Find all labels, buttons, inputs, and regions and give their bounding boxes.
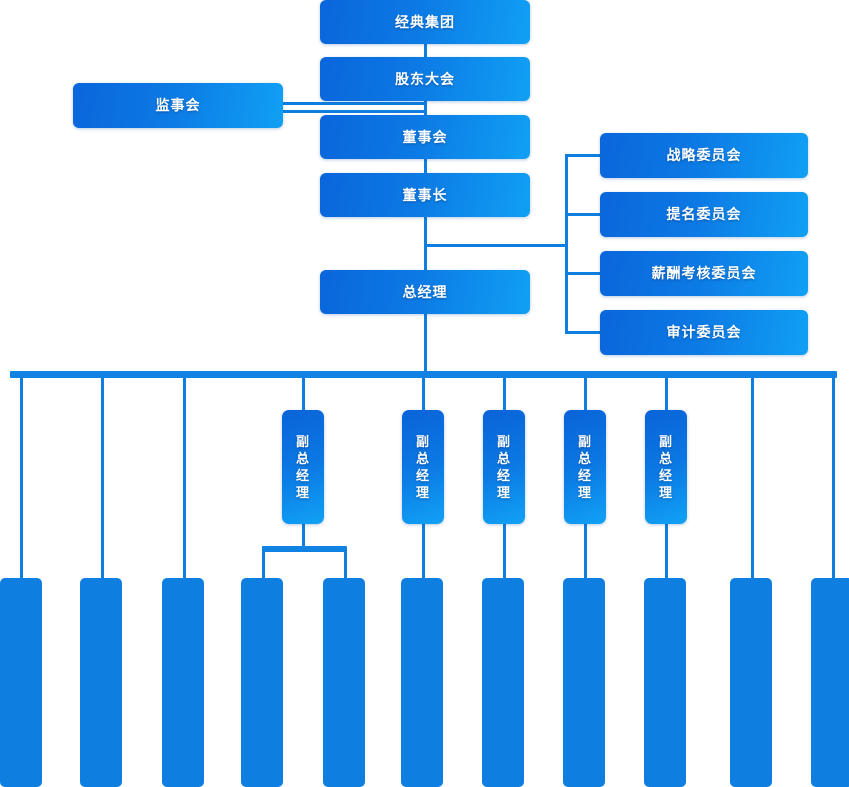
connector-committee-strategy <box>565 154 601 157</box>
node-group-label: 经典集团 <box>395 13 455 30</box>
node-vice-general-manager-5-label: 副总经理 <box>658 433 673 501</box>
connector-bus-to-vp-2 <box>422 377 425 413</box>
node-general-manager-label: 总经理 <box>402 283 448 300</box>
connector-vp-4-to-dept-8 <box>584 521 587 581</box>
node-department-6[interactable] <box>401 578 443 787</box>
connector-vp-3-to-dept-7 <box>503 521 506 581</box>
connector-bus-to-dept-1 <box>20 377 23 580</box>
connector-group-to-shareholder <box>424 42 427 60</box>
node-vice-general-manager-2-label: 副总经理 <box>415 433 430 501</box>
vp-1-sub-bus <box>262 546 347 552</box>
connector-shareholder-to-board <box>424 100 427 118</box>
connector-committee-remuneration <box>565 272 601 275</box>
node-department-11[interactable] <box>811 578 849 787</box>
node-audit-committee-label: 审计委员会 <box>666 324 742 341</box>
connector-bus-to-vp-5 <box>665 377 668 413</box>
connector-bus-to-dept-11 <box>832 377 835 580</box>
connector-bus-to-dept-3 <box>183 377 186 580</box>
connector-board-to-chairman <box>424 158 427 176</box>
node-board-of-directors[interactable]: 董事会 <box>320 115 530 159</box>
connector-bus-to-dept-10 <box>751 377 754 580</box>
node-vice-general-manager-2[interactable]: 副总经理 <box>402 410 444 524</box>
node-department-3[interactable] <box>162 578 204 787</box>
connector-gm-to-bus <box>424 311 427 377</box>
node-chairman[interactable]: 董事长 <box>320 173 530 217</box>
node-vice-general-manager-4-label: 副总经理 <box>577 433 592 501</box>
node-chairman-label: 董事长 <box>402 186 448 203</box>
connector-bus-to-vp-4 <box>584 377 587 413</box>
node-department-4[interactable] <box>241 578 283 787</box>
node-board-of-directors-label: 董事会 <box>402 128 448 145</box>
connector-bus-to-dept-2 <box>101 377 104 580</box>
node-shareholders-meeting-label: 股东大会 <box>395 70 455 87</box>
node-audit-committee[interactable]: 审计委员会 <box>600 310 808 355</box>
node-group[interactable]: 经典集团 <box>320 0 530 44</box>
node-department-2[interactable] <box>80 578 122 787</box>
connector-vp-1-to-dept-4 <box>262 550 265 582</box>
committee-vertical-bus <box>565 155 568 333</box>
node-vice-general-manager-4[interactable]: 副总经理 <box>564 410 606 524</box>
connector-committee-nomination <box>565 213 601 216</box>
node-remuneration-committee-label: 薪酬考核委员会 <box>651 265 757 282</box>
connector-vp-1-stem <box>302 521 305 549</box>
node-department-10[interactable] <box>730 578 772 787</box>
node-shareholders-meeting[interactable]: 股东大会 <box>320 57 530 101</box>
node-board-of-supervisors[interactable]: 监事会 <box>73 83 283 128</box>
node-nomination-committee-label: 提名委员会 <box>666 206 742 223</box>
node-nomination-committee[interactable]: 提名委员会 <box>600 192 808 237</box>
node-remuneration-committee[interactable]: 薪酬考核委员会 <box>600 251 808 296</box>
connector-bus-to-vp-3 <box>503 377 506 413</box>
node-strategy-committee-label: 战略委员会 <box>666 147 742 164</box>
node-vice-general-manager-5[interactable]: 副总经理 <box>645 410 687 524</box>
node-department-7[interactable] <box>482 578 524 787</box>
node-department-1[interactable] <box>0 578 42 787</box>
node-vice-general-manager-3-label: 副总经理 <box>496 433 511 501</box>
node-board-of-supervisors-label: 监事会 <box>155 97 201 114</box>
connector-vp-1-to-dept-5 <box>344 550 347 582</box>
connector-supervisors-upper <box>281 102 427 105</box>
connector-vp-5-to-dept-9 <box>665 521 668 581</box>
node-vice-general-manager-1[interactable]: 副总经理 <box>282 410 324 524</box>
main-distribution-bus <box>10 371 837 378</box>
node-general-manager[interactable]: 总经理 <box>320 270 530 314</box>
connector-spine-to-committee-bus <box>424 244 568 247</box>
connector-committee-audit <box>565 331 601 334</box>
node-department-8[interactable] <box>563 578 605 787</box>
node-department-5[interactable] <box>323 578 365 787</box>
node-vice-general-manager-3[interactable]: 副总经理 <box>483 410 525 524</box>
node-vice-general-manager-1-label: 副总经理 <box>295 433 310 501</box>
connector-supervisors-lower <box>281 110 427 113</box>
connector-vp-2-to-dept-6 <box>422 521 425 581</box>
node-strategy-committee[interactable]: 战略委员会 <box>600 133 808 178</box>
connector-bus-to-vp-1 <box>302 377 305 413</box>
node-department-9[interactable] <box>644 578 686 787</box>
